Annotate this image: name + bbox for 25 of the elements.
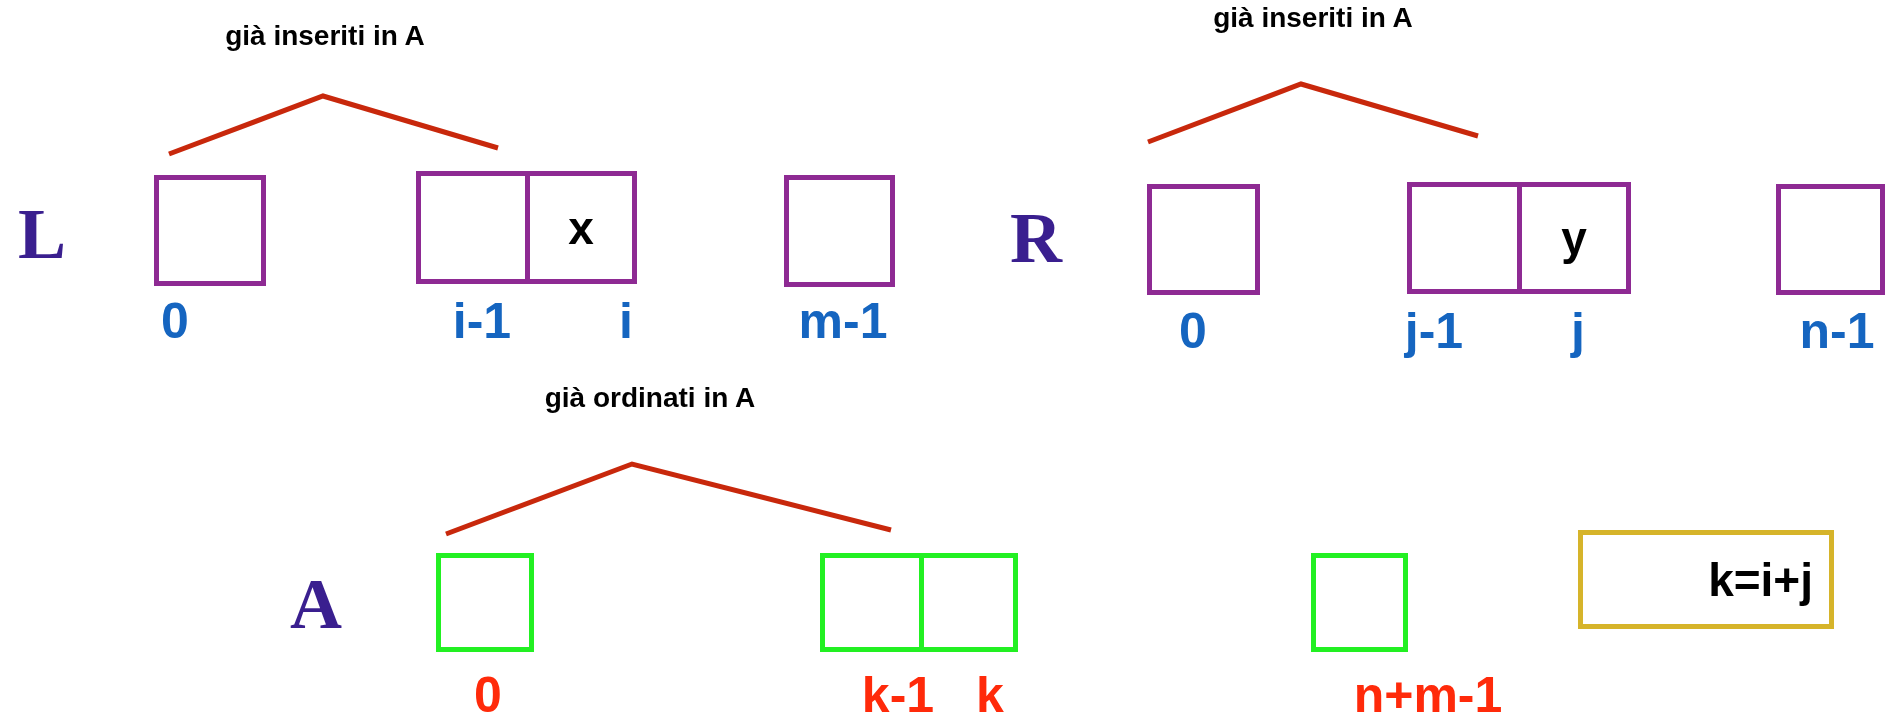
array-name: A	[290, 568, 342, 640]
array-cell	[784, 175, 895, 287]
array-cell	[436, 553, 534, 652]
array-name: L	[18, 198, 66, 270]
array-cell	[1311, 553, 1408, 652]
bracket-caption: già inseriti in A	[225, 22, 425, 50]
index-label: i	[619, 296, 633, 346]
index-label: 0	[161, 296, 189, 346]
array-cell	[1776, 184, 1885, 295]
index-label: i-1	[452, 296, 512, 346]
array-name: R	[1010, 202, 1062, 274]
index-label: 0	[1179, 306, 1207, 356]
index-label: j-1	[1404, 306, 1464, 356]
index-label: 0	[474, 670, 502, 720]
index-label: k-1	[861, 670, 935, 720]
index-label: n+m-1	[1353, 670, 1503, 720]
bracket-caption: già ordinati in A	[544, 384, 756, 412]
index-label: k	[976, 670, 1004, 720]
formula-box: k=i+j	[1578, 530, 1834, 629]
index-label: n-1	[1799, 306, 1875, 356]
array-cell	[154, 175, 266, 286]
array-cell	[1147, 184, 1260, 295]
index-label: j	[1571, 306, 1585, 356]
bracket-caption: già inseriti in A	[1213, 4, 1413, 32]
index-label: m-1	[798, 296, 888, 346]
